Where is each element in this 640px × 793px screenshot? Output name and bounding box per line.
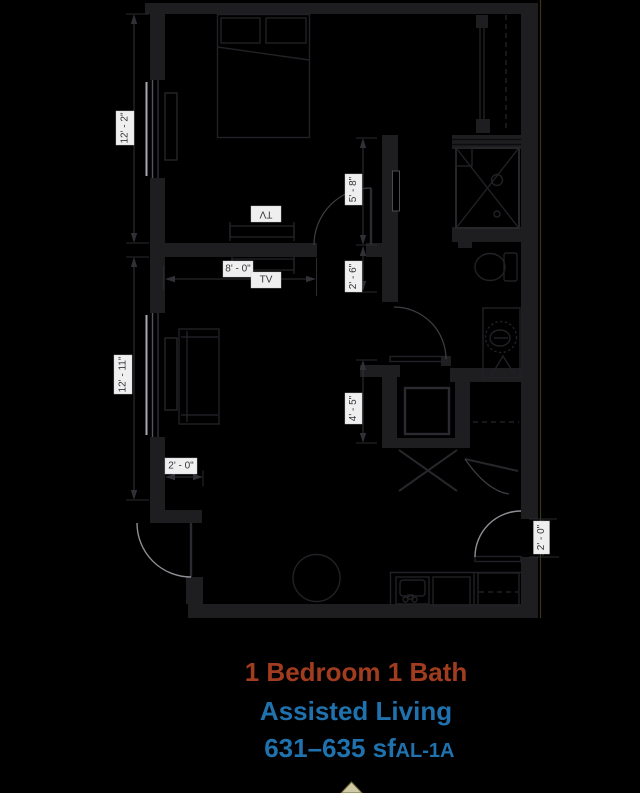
door-swing xyxy=(136,522,192,578)
door-swing xyxy=(474,510,522,558)
door-leaf xyxy=(389,355,448,363)
bed-fold-line xyxy=(217,46,310,61)
closet-shelf-bar xyxy=(452,135,521,149)
wall-bedroom-living-divider xyxy=(150,243,317,257)
door-leaf xyxy=(474,555,522,563)
dim-bath-hall-depth: 5' - 8" xyxy=(348,176,359,202)
dining-table xyxy=(292,553,341,603)
closet-door-swing xyxy=(464,458,510,495)
window-living xyxy=(145,313,178,437)
storage-closet xyxy=(464,421,519,495)
north-arrow-icon xyxy=(340,781,363,793)
sofa xyxy=(178,328,220,425)
entry-door xyxy=(474,510,522,563)
wall-laundry-left xyxy=(382,365,397,448)
bed xyxy=(216,13,311,139)
dim-entry-door-width: 2' - 0" xyxy=(536,524,547,550)
wall-top xyxy=(145,3,538,14)
window-sill xyxy=(164,337,178,411)
wall-shower-south xyxy=(452,227,521,242)
door-swing xyxy=(393,306,447,360)
dim-hall-nook-depth: 2' - 6" xyxy=(348,263,359,289)
kitchen xyxy=(389,571,521,607)
pillow xyxy=(265,17,307,44)
unit-title: 1 Bedroom 1 Bath xyxy=(245,657,468,687)
toilet xyxy=(474,252,518,282)
dim-label-box xyxy=(533,520,550,555)
dim-tv-wall-width: 8' - 0" xyxy=(225,264,251,275)
dim-label-box xyxy=(164,457,198,475)
dimension-labels: 12' - 2" 12' - 11" 8' - 0" TV TV 5' - 8"… xyxy=(113,110,550,555)
window-sill xyxy=(164,92,178,161)
wall-bottom-left-block xyxy=(186,577,203,604)
rod-bracket xyxy=(476,119,490,133)
shower xyxy=(455,147,520,229)
pocket-door xyxy=(392,170,400,212)
side-door xyxy=(136,522,193,578)
wall-divider-nub xyxy=(366,243,382,257)
dim-side-door-width: 2' - 0" xyxy=(168,461,194,472)
walls xyxy=(145,0,542,618)
wall-right-lower xyxy=(521,557,538,618)
wall-bottom xyxy=(188,604,538,618)
living-tv-label: TV xyxy=(260,275,273,286)
rod-bracket xyxy=(476,15,488,28)
pillow xyxy=(220,17,261,44)
wall-right-upper xyxy=(521,3,538,519)
wall-left-3 xyxy=(150,437,165,523)
vanity-sink xyxy=(482,307,521,379)
shower-drain xyxy=(493,210,501,218)
unit-area: 631–635 sf xyxy=(264,733,396,763)
vanity-cabinet xyxy=(490,354,516,377)
dim-label-box xyxy=(344,173,363,206)
bathroom-door xyxy=(389,306,448,363)
closet-door-leaf xyxy=(464,458,519,472)
tv-label-box xyxy=(250,205,282,223)
washer-dryer xyxy=(403,386,451,436)
bedroom-tv-label: TV xyxy=(259,209,272,220)
tv-label-box xyxy=(250,271,282,289)
basin xyxy=(489,329,511,347)
wall-shower-south-stub xyxy=(458,242,472,248)
wall-bottom-left-jog xyxy=(150,510,202,523)
dimension-lines xyxy=(126,13,559,558)
dim-label-box xyxy=(113,354,133,395)
window-bedroom xyxy=(145,80,178,178)
bedroom-tv-console xyxy=(229,222,295,241)
range xyxy=(432,576,471,607)
wall-bath-west xyxy=(382,135,398,302)
dim-label-box xyxy=(344,260,363,293)
unit-code: AL-1A xyxy=(396,740,455,762)
dim-living-depth: 12' - 11" xyxy=(118,356,129,392)
wall-laundry-right xyxy=(455,368,470,448)
dim-label-box xyxy=(344,392,363,425)
bifold-door xyxy=(398,449,458,492)
unit-subtitle: Assisted Living xyxy=(260,696,452,726)
laundry-closet xyxy=(398,386,458,492)
wall-laundry-bottom xyxy=(382,438,470,448)
wardrobe-closet xyxy=(476,15,507,133)
shower-control xyxy=(490,173,504,187)
dim-label-box xyxy=(222,260,254,278)
title-block: 1 Bedroom 1 Bath Assisted Living 631–635… xyxy=(245,657,468,763)
dim-bedroom-depth: 12' - 2" xyxy=(120,112,131,143)
kitchen-sink xyxy=(395,576,430,605)
dim-laundry-closet-depth: 4' - 5" xyxy=(348,395,359,421)
refrigerator xyxy=(477,572,520,607)
shower-seat xyxy=(455,147,473,167)
wall-left-1 xyxy=(150,3,165,80)
dim-label-box xyxy=(115,110,135,146)
basin-rim xyxy=(484,320,518,354)
